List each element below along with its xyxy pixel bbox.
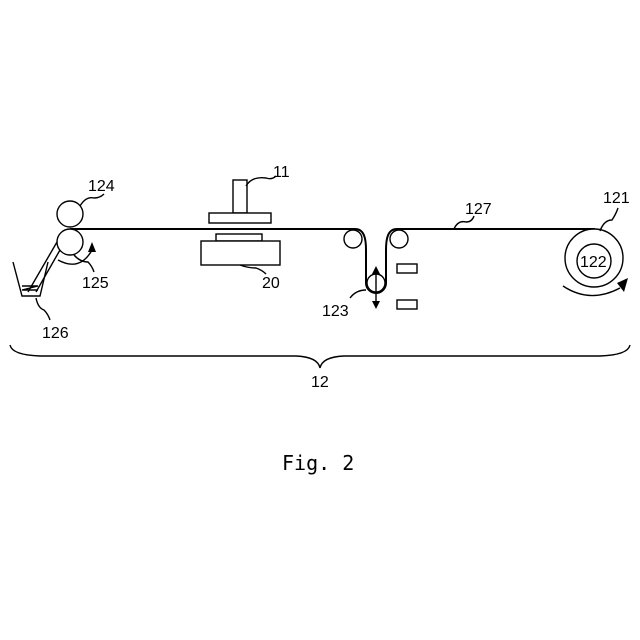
- label-122: 122: [580, 254, 607, 271]
- arrowhead-125: [88, 242, 96, 252]
- leader-11: [246, 176, 276, 186]
- label-121: 121: [603, 190, 630, 207]
- dancer-arrowhead-up: [372, 266, 380, 274]
- film-fold-a: [22, 286, 38, 290]
- leader-20: [240, 265, 266, 274]
- label-124: 124: [88, 178, 115, 195]
- sensor-lower: [397, 300, 417, 309]
- label-11: 11: [273, 164, 290, 181]
- bracket-12: [10, 345, 630, 368]
- press-head-stem: [233, 180, 247, 213]
- stage-top-plate: [216, 234, 262, 241]
- roller-124: [57, 201, 83, 227]
- leader-126: [36, 298, 50, 320]
- leader-121: [600, 208, 618, 231]
- leader-124: [80, 194, 104, 206]
- leader-123: [350, 290, 366, 298]
- press-head-plate: [209, 213, 271, 223]
- label-20: 20: [262, 275, 280, 292]
- guide-roller-right: [390, 230, 408, 248]
- stage-base: [201, 241, 280, 265]
- label-123: 123: [322, 303, 349, 320]
- label-12: 12: [311, 374, 329, 391]
- roller-125: [57, 229, 83, 255]
- label-127: 127: [465, 201, 492, 218]
- dancer-arrowhead-down: [372, 301, 380, 309]
- sensor-upper: [397, 264, 417, 273]
- guide-roller-left: [344, 230, 362, 248]
- label-125: 125: [82, 275, 109, 292]
- arrowhead-121: [617, 278, 628, 292]
- figure-caption: Fig. 2: [282, 451, 354, 475]
- label-126: 126: [42, 325, 69, 342]
